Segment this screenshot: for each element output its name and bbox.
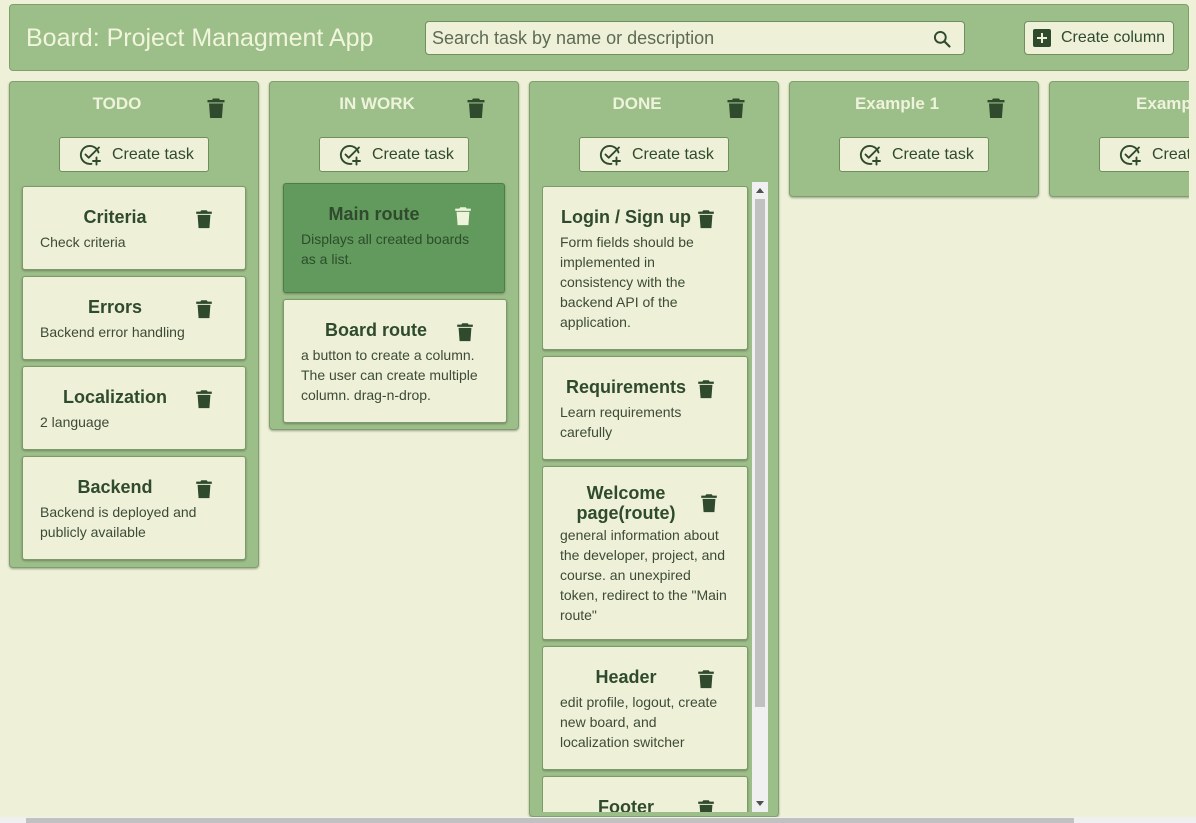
search-icon[interactable]	[932, 29, 952, 49]
scrollbar-thumb[interactable]	[26, 818, 1074, 823]
scroll-down-arrow-icon[interactable]	[756, 801, 764, 806]
create-column-label: Create column	[1061, 29, 1166, 46]
trash-icon[interactable]	[193, 297, 215, 321]
create-task-button[interactable]: Create task	[579, 137, 729, 172]
create-task-button[interactable]: Create task	[59, 137, 209, 172]
task-description: Check criteria	[40, 234, 126, 250]
column-in-work[interactable]: IN WORK Create task Main route Displays …	[269, 81, 519, 430]
trash-icon[interactable]	[193, 477, 215, 501]
create-task-label: Create task	[372, 145, 454, 163]
task-card[interactable]: Welcome page(route) general information …	[542, 466, 748, 640]
task-list: Login / Sign up Form fields should be im…	[542, 186, 752, 812]
task-card[interactable]: Criteria Check criteria	[22, 186, 246, 270]
trash-icon[interactable]	[695, 207, 717, 231]
check-circle-plus-icon	[598, 143, 622, 167]
trash-icon[interactable]	[695, 377, 717, 401]
trash-icon[interactable]	[698, 491, 720, 515]
task-card[interactable]: Localization 2 language	[22, 366, 246, 450]
task-title: Welcome page(route)	[576, 483, 676, 523]
create-task-label: Create task	[892, 145, 974, 163]
trash-icon[interactable]	[695, 797, 717, 812]
task-description: edit profile, logout, create new board, …	[560, 694, 718, 750]
board-header: Board: Project Managment App Create colu…	[9, 4, 1189, 71]
column-title: TODO	[92, 94, 142, 113]
task-title: Backend	[77, 477, 153, 497]
column-todo[interactable]: TODO Create task Criteria Check criteria…	[9, 81, 259, 568]
trash-icon[interactable]	[193, 387, 215, 411]
trash-icon[interactable]	[454, 320, 476, 344]
search-input[interactable]	[426, 22, 926, 54]
create-task-button[interactable]: Create task	[319, 137, 469, 172]
column-example-1[interactable]: Example 1 Create task	[789, 81, 1039, 197]
task-description: Form fields should be implemented in con…	[560, 234, 694, 330]
task-card[interactable]: Login / Sign up Form fields should be im…	[542, 186, 748, 350]
check-circle-plus-icon	[1118, 143, 1142, 167]
create-column-button[interactable]: Create column	[1024, 21, 1174, 55]
create-task-label: Create task	[632, 145, 714, 163]
task-list-scrollbar[interactable]	[752, 182, 768, 812]
task-title: Board route	[324, 320, 427, 340]
task-card[interactable]: Header edit profile, logout, create new …	[542, 646, 748, 770]
trash-icon[interactable]	[695, 667, 717, 691]
task-card[interactable]: Errors Backend error handling	[22, 276, 246, 360]
scrollbar-thumb[interactable]	[755, 199, 765, 707]
column-title: Example	[1136, 94, 1189, 113]
column-done[interactable]: DONE Create task Login / Sign up Form fi…	[529, 81, 779, 817]
task-title: Login / Sign up	[561, 207, 691, 227]
task-description: Backend error handling	[40, 324, 185, 340]
column-title: IN WORK	[339, 94, 415, 113]
trash-icon[interactable]	[452, 204, 474, 228]
task-description: 2 language	[40, 414, 110, 430]
create-task-button[interactable]: Create task	[839, 137, 989, 172]
search-box[interactable]	[425, 21, 965, 55]
task-description: Backend is deployed and publicly availab…	[40, 504, 197, 540]
task-description: a button to create a column. The user ca…	[301, 347, 478, 403]
task-description: Learn requirements carefully	[560, 404, 682, 440]
create-task-button[interactable]: Create task	[1099, 137, 1189, 172]
trash-icon[interactable]	[193, 207, 215, 231]
task-title: Main route	[328, 204, 420, 224]
column-title: DONE	[612, 94, 662, 113]
task-card[interactable]: Requirements Learn requirements carefull…	[542, 356, 748, 460]
task-title: Errors	[87, 297, 143, 317]
column-title: Example 1	[854, 94, 940, 113]
trash-icon[interactable]	[984, 95, 1008, 121]
task-card[interactable]: Board route a button to create a column.…	[283, 299, 507, 423]
board-title: Board: Project Managment App	[26, 24, 374, 52]
check-circle-plus-icon	[78, 143, 102, 167]
task-list: Criteria Check criteria Errors Backend e…	[22, 186, 248, 566]
create-task-label: Create task	[1152, 145, 1189, 163]
board-horizontal-scrollbar[interactable]	[0, 817, 1196, 823]
trash-icon[interactable]	[724, 95, 748, 121]
trash-icon[interactable]	[204, 95, 228, 121]
task-title: Header	[595, 667, 657, 687]
task-description: Displays all created boards as a list.	[301, 231, 470, 267]
trash-icon[interactable]	[464, 95, 488, 121]
task-card-dragging[interactable]: Main route Displays all created boards a…	[283, 183, 505, 293]
task-card[interactable]: Backend Backend is deployed and publicly…	[22, 456, 246, 560]
board-columns: TODO Create task Criteria Check criteria…	[0, 81, 1189, 818]
check-circle-plus-icon	[858, 143, 882, 167]
task-card[interactable]: Footer	[542, 776, 748, 812]
task-title: Requirements	[565, 377, 687, 397]
scroll-up-arrow-icon[interactable]	[756, 188, 764, 193]
task-list: Main route Displays all created boards a…	[283, 183, 509, 429]
create-task-label: Create task	[112, 145, 194, 163]
task-description: general information about the developer,…	[560, 527, 727, 623]
check-circle-plus-icon	[338, 143, 362, 167]
task-title: Criteria	[83, 207, 147, 227]
task-title: Footer	[598, 797, 654, 812]
plus-box-icon	[1033, 29, 1051, 47]
column-example[interactable]: Example Create task	[1049, 81, 1189, 197]
task-title: Localization	[62, 387, 167, 407]
